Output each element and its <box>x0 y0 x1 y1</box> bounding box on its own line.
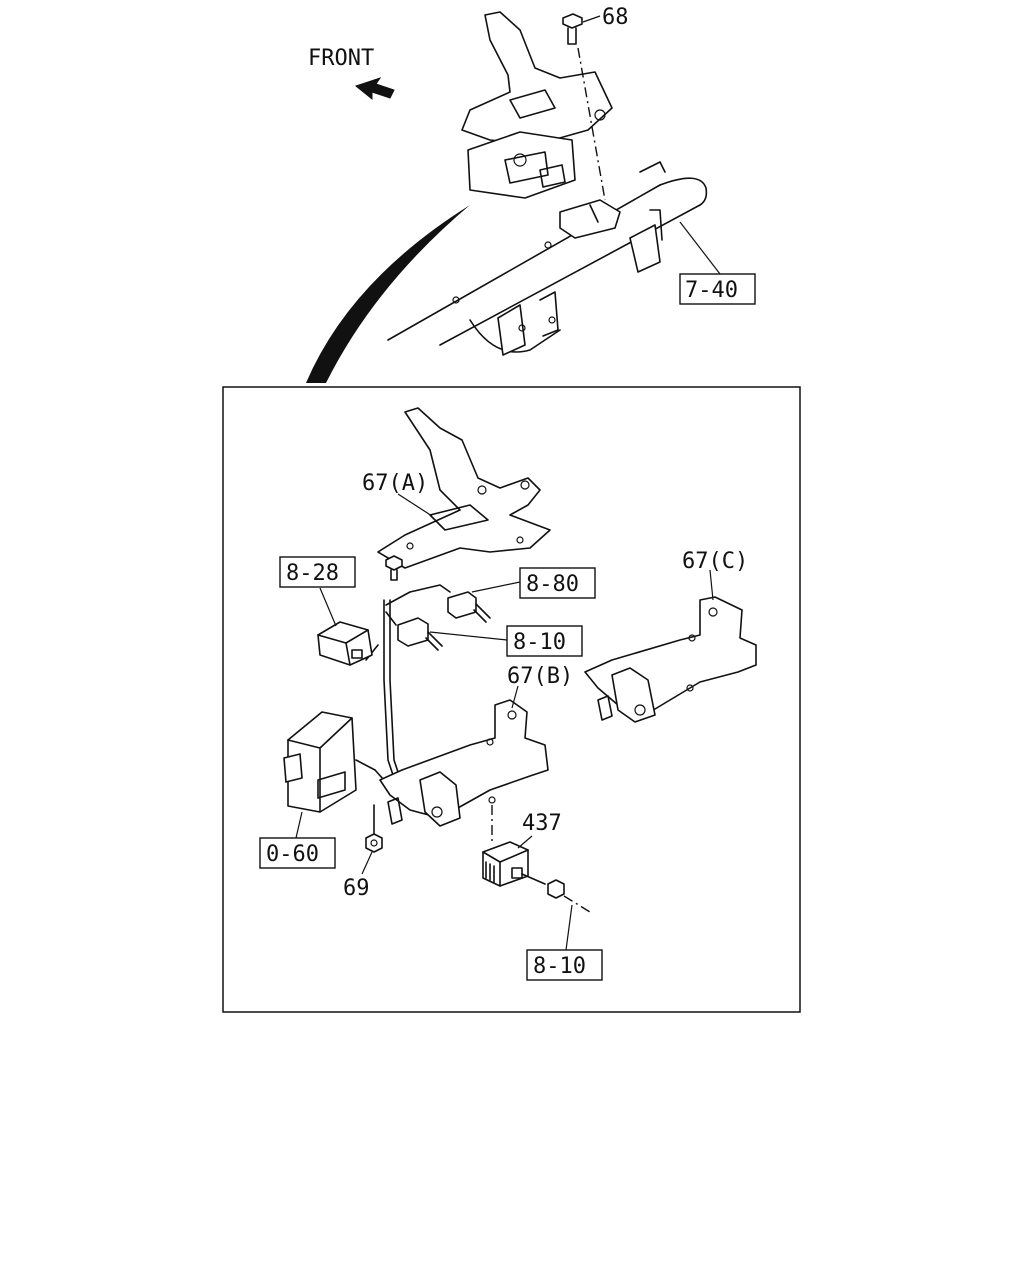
bolt-68 <box>562 13 606 201</box>
callout-8-10-upper: 8-10 <box>513 630 566 655</box>
callout-68: 68 <box>602 5 629 30</box>
bracket-67b <box>379 699 549 827</box>
callout-8-10-lower: 8-10 <box>533 954 586 979</box>
detail-link-arrow <box>306 205 470 383</box>
detail-frame <box>222 386 801 1013</box>
callout-67c: 67(C) <box>682 549 748 574</box>
connector-8-80 <box>447 591 491 623</box>
control-unit-0-60 <box>283 711 376 813</box>
overview-assembly: FRONT <box>306 5 756 383</box>
front-label: FRONT <box>308 46 374 71</box>
bracket-67a <box>377 407 551 569</box>
callout-437: 437 <box>522 811 562 836</box>
callout-69: 69 <box>343 876 370 901</box>
upper-bracket-assembly <box>461 11 621 239</box>
relay-437 <box>482 805 591 913</box>
callout-0-60: 0-60 <box>266 842 319 867</box>
screw <box>385 555 403 581</box>
nut-69 <box>365 804 383 853</box>
callout-8-80: 8-80 <box>526 572 579 597</box>
front-arrow-icon <box>354 77 395 101</box>
callout-7-40: 7-40 <box>685 278 738 303</box>
callout-67b: 67(B) <box>507 664 573 689</box>
callout-8-28: 8-28 <box>286 561 339 586</box>
cross-beam <box>387 161 708 356</box>
callout-67a: 67(A) <box>362 471 428 496</box>
bracket-67c <box>584 596 757 723</box>
connector-8-10-upper <box>397 617 443 651</box>
connector-8-28 <box>317 621 373 666</box>
detail-view: 67(A) 8-28 <box>259 407 757 981</box>
